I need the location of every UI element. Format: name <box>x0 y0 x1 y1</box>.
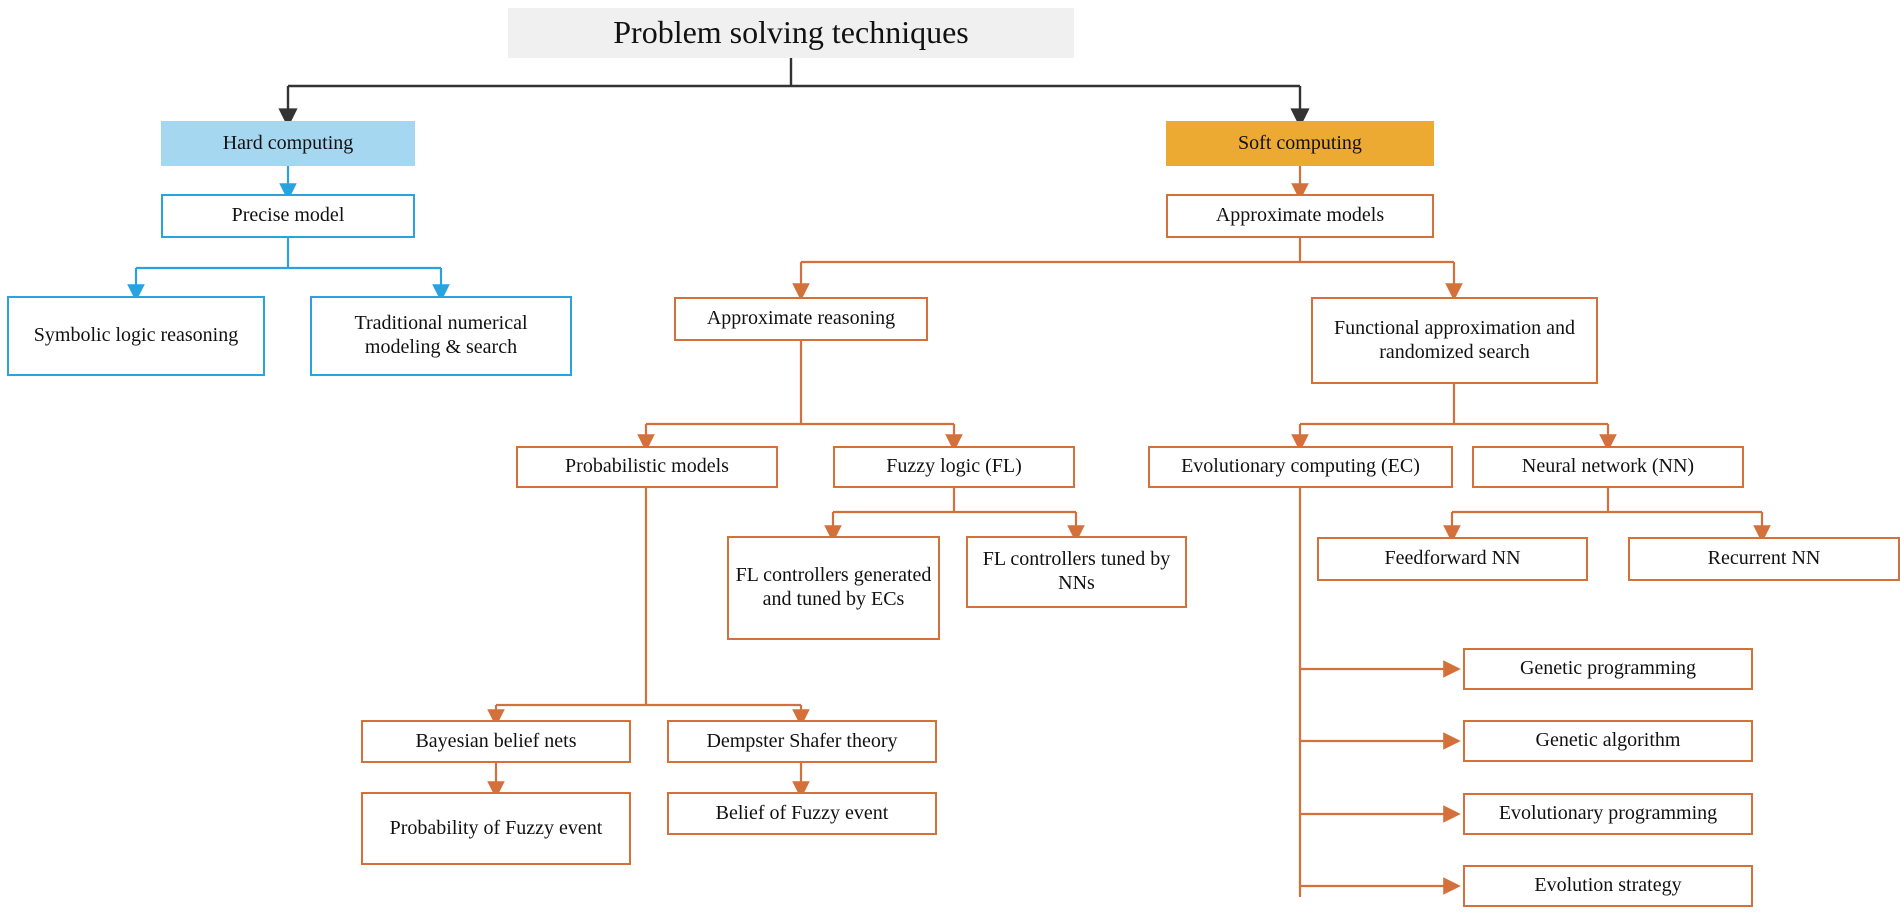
node-neural-network: Neural network (NN) <box>1472 446 1744 488</box>
node-root: Problem solving techniques <box>508 8 1074 58</box>
node-fl-controllers-ec-label: FL controllers generated and tuned by EC… <box>735 564 932 610</box>
node-hard-computing: Hard computing <box>161 121 415 166</box>
node-precise-model: Precise model <box>161 194 415 238</box>
node-genetic-algorithm-label: Genetic algorithm <box>1535 729 1681 752</box>
node-evolutionary-programming: Evolutionary programming <box>1463 793 1753 835</box>
node-probabilistic-models: Probabilistic models <box>516 446 778 488</box>
node-bayesian-belief-nets: Bayesian belief nets <box>361 720 631 763</box>
node-soft-computing-label: Soft computing <box>1238 131 1362 154</box>
node-feedforward-nn: Feedforward NN <box>1317 537 1588 581</box>
node-soft-computing: Soft computing <box>1166 121 1434 166</box>
node-probability-fuzzy-event-label: Probability of Fuzzy event <box>389 816 603 839</box>
node-fuzzy-logic: Fuzzy logic (FL) <box>833 446 1075 488</box>
node-recurrent-nn-label: Recurrent NN <box>1707 547 1821 570</box>
node-evolution-strategy-label: Evolution strategy <box>1534 874 1682 897</box>
node-approximate-models-label: Approximate models <box>1215 204 1385 227</box>
node-genetic-programming-label: Genetic programming <box>1519 657 1697 680</box>
node-evolution-strategy: Evolution strategy <box>1463 865 1753 907</box>
node-fuzzy-logic-label: Fuzzy logic (FL) <box>886 455 1022 478</box>
node-evolutionary-programming-label: Evolutionary programming <box>1498 802 1718 825</box>
node-belief-fuzzy-event: Belief of Fuzzy event <box>667 792 937 835</box>
node-symbolic-logic-reasoning-label: Symbolic logic reasoning <box>33 324 239 347</box>
node-feedforward-nn-label: Feedforward NN <box>1384 547 1521 570</box>
node-fl-controllers-ec: FL controllers generated and tuned by EC… <box>727 536 940 640</box>
soft-branch-connectors <box>487 166 1771 897</box>
node-genetic-algorithm: Genetic algorithm <box>1463 720 1753 762</box>
node-recurrent-nn: Recurrent NN <box>1628 537 1900 581</box>
node-probability-fuzzy-event: Probability of Fuzzy event <box>361 792 631 865</box>
root-connectors <box>278 57 1310 128</box>
node-belief-fuzzy-event-label: Belief of Fuzzy event <box>715 801 889 824</box>
node-fl-controllers-nn: FL controllers tuned by NNs <box>966 536 1187 608</box>
node-precise-model-label: Precise model <box>231 204 345 227</box>
node-genetic-programming: Genetic programming <box>1463 648 1753 690</box>
node-root-label: Problem solving techniques <box>613 14 969 51</box>
node-approximate-reasoning: Approximate reasoning <box>674 297 928 341</box>
node-evolutionary-computing: Evolutionary computing (EC) <box>1148 446 1453 488</box>
node-hard-computing-label: Hard computing <box>222 131 354 154</box>
node-functional-approximation-label: Functional approximation and randomized … <box>1333 316 1576 363</box>
node-symbolic-logic-reasoning: Symbolic logic reasoning <box>7 296 265 376</box>
node-traditional-numerical: Traditional numerical modeling & search <box>310 296 572 376</box>
node-approximate-reasoning-label: Approximate reasoning <box>706 307 896 330</box>
node-fl-controllers-nn-label: FL controllers tuned by NNs <box>982 548 1171 594</box>
node-bayesian-belief-nets-label: Bayesian belief nets <box>415 729 577 752</box>
node-evolutionary-computing-label: Evolutionary computing (EC) <box>1181 455 1420 478</box>
node-traditional-numerical-label: Traditional numerical modeling & search <box>354 312 528 358</box>
node-functional-approximation: Functional approximation and randomized … <box>1311 297 1598 384</box>
node-probabilistic-models-label: Probabilistic models <box>565 455 729 478</box>
node-approximate-models: Approximate models <box>1166 194 1434 238</box>
node-dempster-shafer: Dempster Shafer theory <box>667 720 937 763</box>
node-neural-network-label: Neural network (NN) <box>1521 455 1695 478</box>
node-dempster-shafer-label: Dempster Shafer theory <box>706 729 898 752</box>
